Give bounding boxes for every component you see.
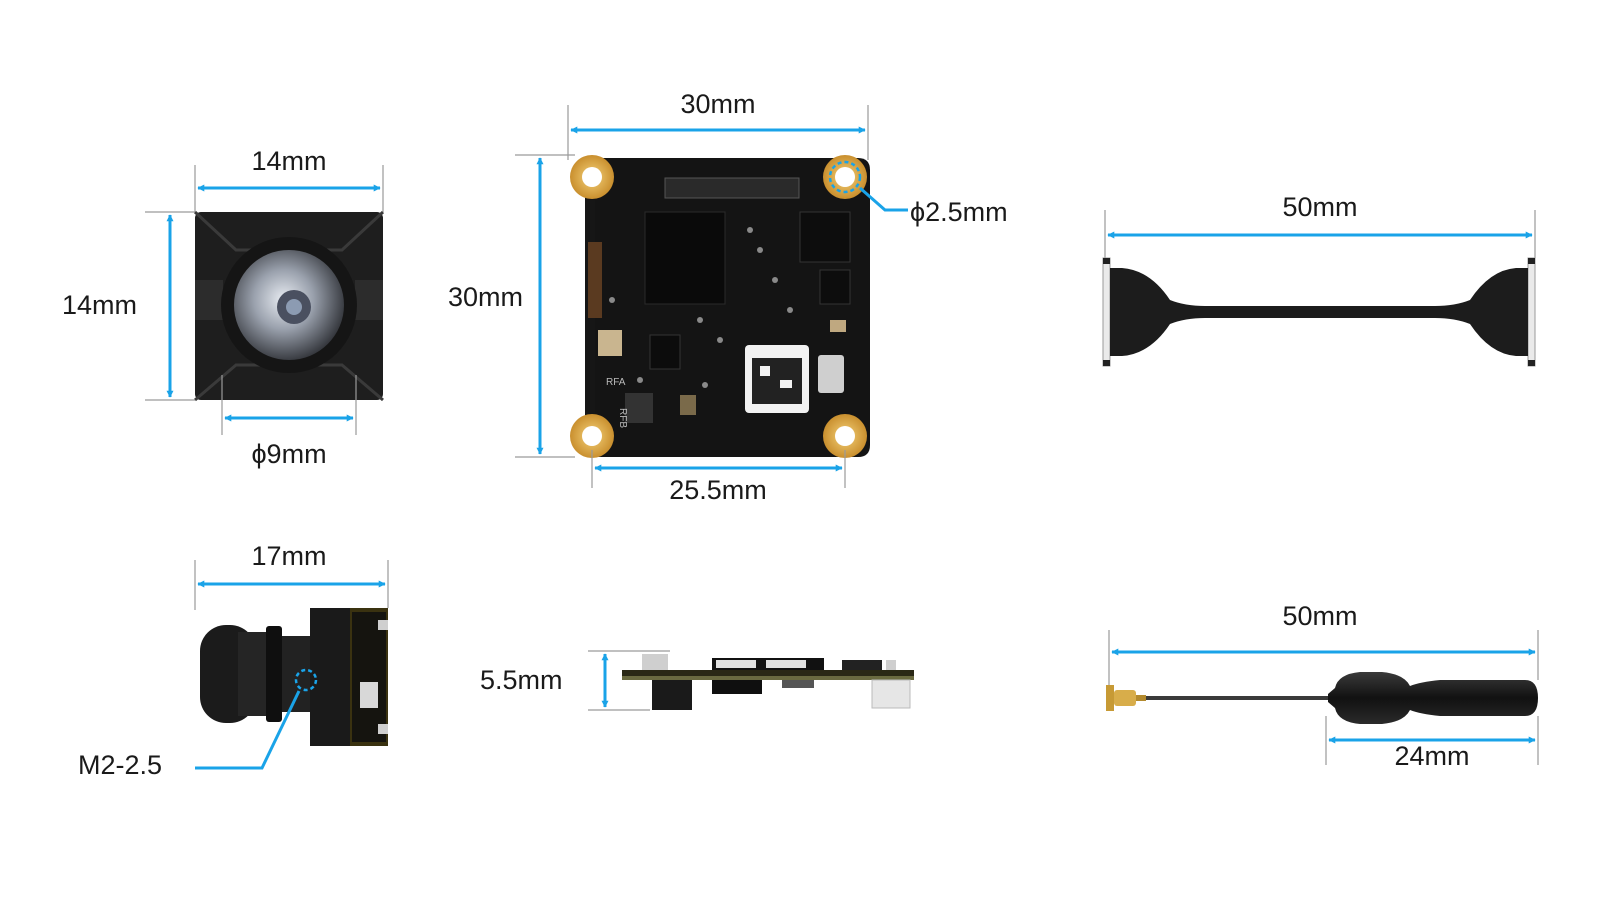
camera-height-label: 14mm: [62, 290, 138, 320]
camera-front-height-dimension: [145, 211, 195, 401]
camera-front-width-dimension: [194, 165, 384, 212]
lens-diameter-label: ϕ9mm: [251, 439, 327, 469]
silkscreen-rfb: RFB: [617, 408, 628, 428]
camera-width-label: 14mm: [251, 146, 327, 176]
cable-body: [1110, 268, 1528, 356]
main-chip: [644, 211, 726, 305]
screw-label: M2-2.5: [78, 750, 163, 780]
ribbon-cable: [1102, 257, 1536, 367]
camera-length-label: 17mm: [251, 541, 327, 571]
hole-spacing-label: 25.5mm: [669, 475, 767, 505]
antenna-tip-label: 24mm: [1394, 741, 1470, 771]
antenna-length-label: 50mm: [1282, 601, 1358, 631]
hole-diameter-label: ϕ2.5mm: [910, 197, 1008, 227]
silkscreen-rfa: RFA: [606, 377, 626, 388]
camera-side-focus-ring: [266, 626, 282, 722]
antenna-connector: [1114, 690, 1136, 706]
hole-marker: [828, 160, 862, 194]
board-width-dimension: [567, 105, 869, 160]
pcb-edge: [622, 670, 914, 680]
antenna: [1106, 672, 1538, 724]
board-thickness-dimension: [588, 650, 670, 711]
camera-side-length-dimension: [194, 560, 389, 610]
board-side-view: [622, 654, 914, 710]
camera-side-view: [195, 608, 388, 770]
camera-front-view: [193, 210, 385, 402]
antenna-tip: [1328, 672, 1538, 724]
board-thickness-label: 5.5mm: [480, 665, 563, 695]
camera-lens-dimension: [221, 375, 357, 435]
board-top-view: RFA RFB: [570, 155, 908, 458]
board-height-label: 30mm: [448, 282, 524, 312]
cable-length-dimension: [1104, 210, 1536, 258]
board-height-dimension: [515, 154, 575, 458]
antenna-length-dimension: [1108, 630, 1539, 685]
board-hole-spacing-dimension: [591, 450, 846, 488]
screw-hole-marker: [294, 668, 318, 692]
screw-callout-line: [195, 690, 301, 770]
hole-callout-line: [859, 186, 908, 212]
cable-length-label: 50mm: [1282, 192, 1358, 222]
board-width-label: 30mm: [680, 89, 756, 119]
antenna-tip-dimension: [1325, 716, 1539, 765]
